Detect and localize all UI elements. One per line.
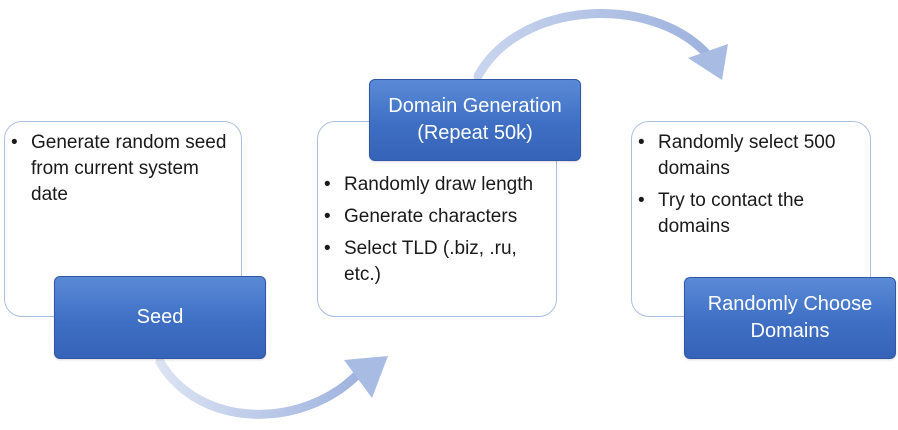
bullet-item: Randomly select 500 domains <box>632 130 870 182</box>
bullet-item: Generate characters <box>318 204 556 230</box>
seed-label: Seed <box>54 276 266 359</box>
bullet-item: Try to contact the domains <box>632 188 870 240</box>
domain-generation-label: Domain Generation (Repeat 50k) <box>369 79 581 161</box>
choose-domains-bullets: Randomly select 500 domains Try to conta… <box>632 130 870 240</box>
bullet-item: Randomly draw length <box>318 172 556 198</box>
domain-generation-bullets: Randomly draw length Generate characters… <box>318 172 556 288</box>
seed-bullets: Generate random seed from current system… <box>5 130 241 208</box>
choose-domains-label: Randomly Choose Domains <box>684 277 896 359</box>
arrow-generation-to-choose <box>473 9 728 81</box>
bullet-item: Select TLD (.biz, .ru, etc.) <box>318 236 556 288</box>
seed-card: Generate random seed from current system… <box>4 121 242 317</box>
arrow-seed-to-generation <box>155 356 388 419</box>
bullet-item: Generate random seed from current system… <box>5 130 241 208</box>
